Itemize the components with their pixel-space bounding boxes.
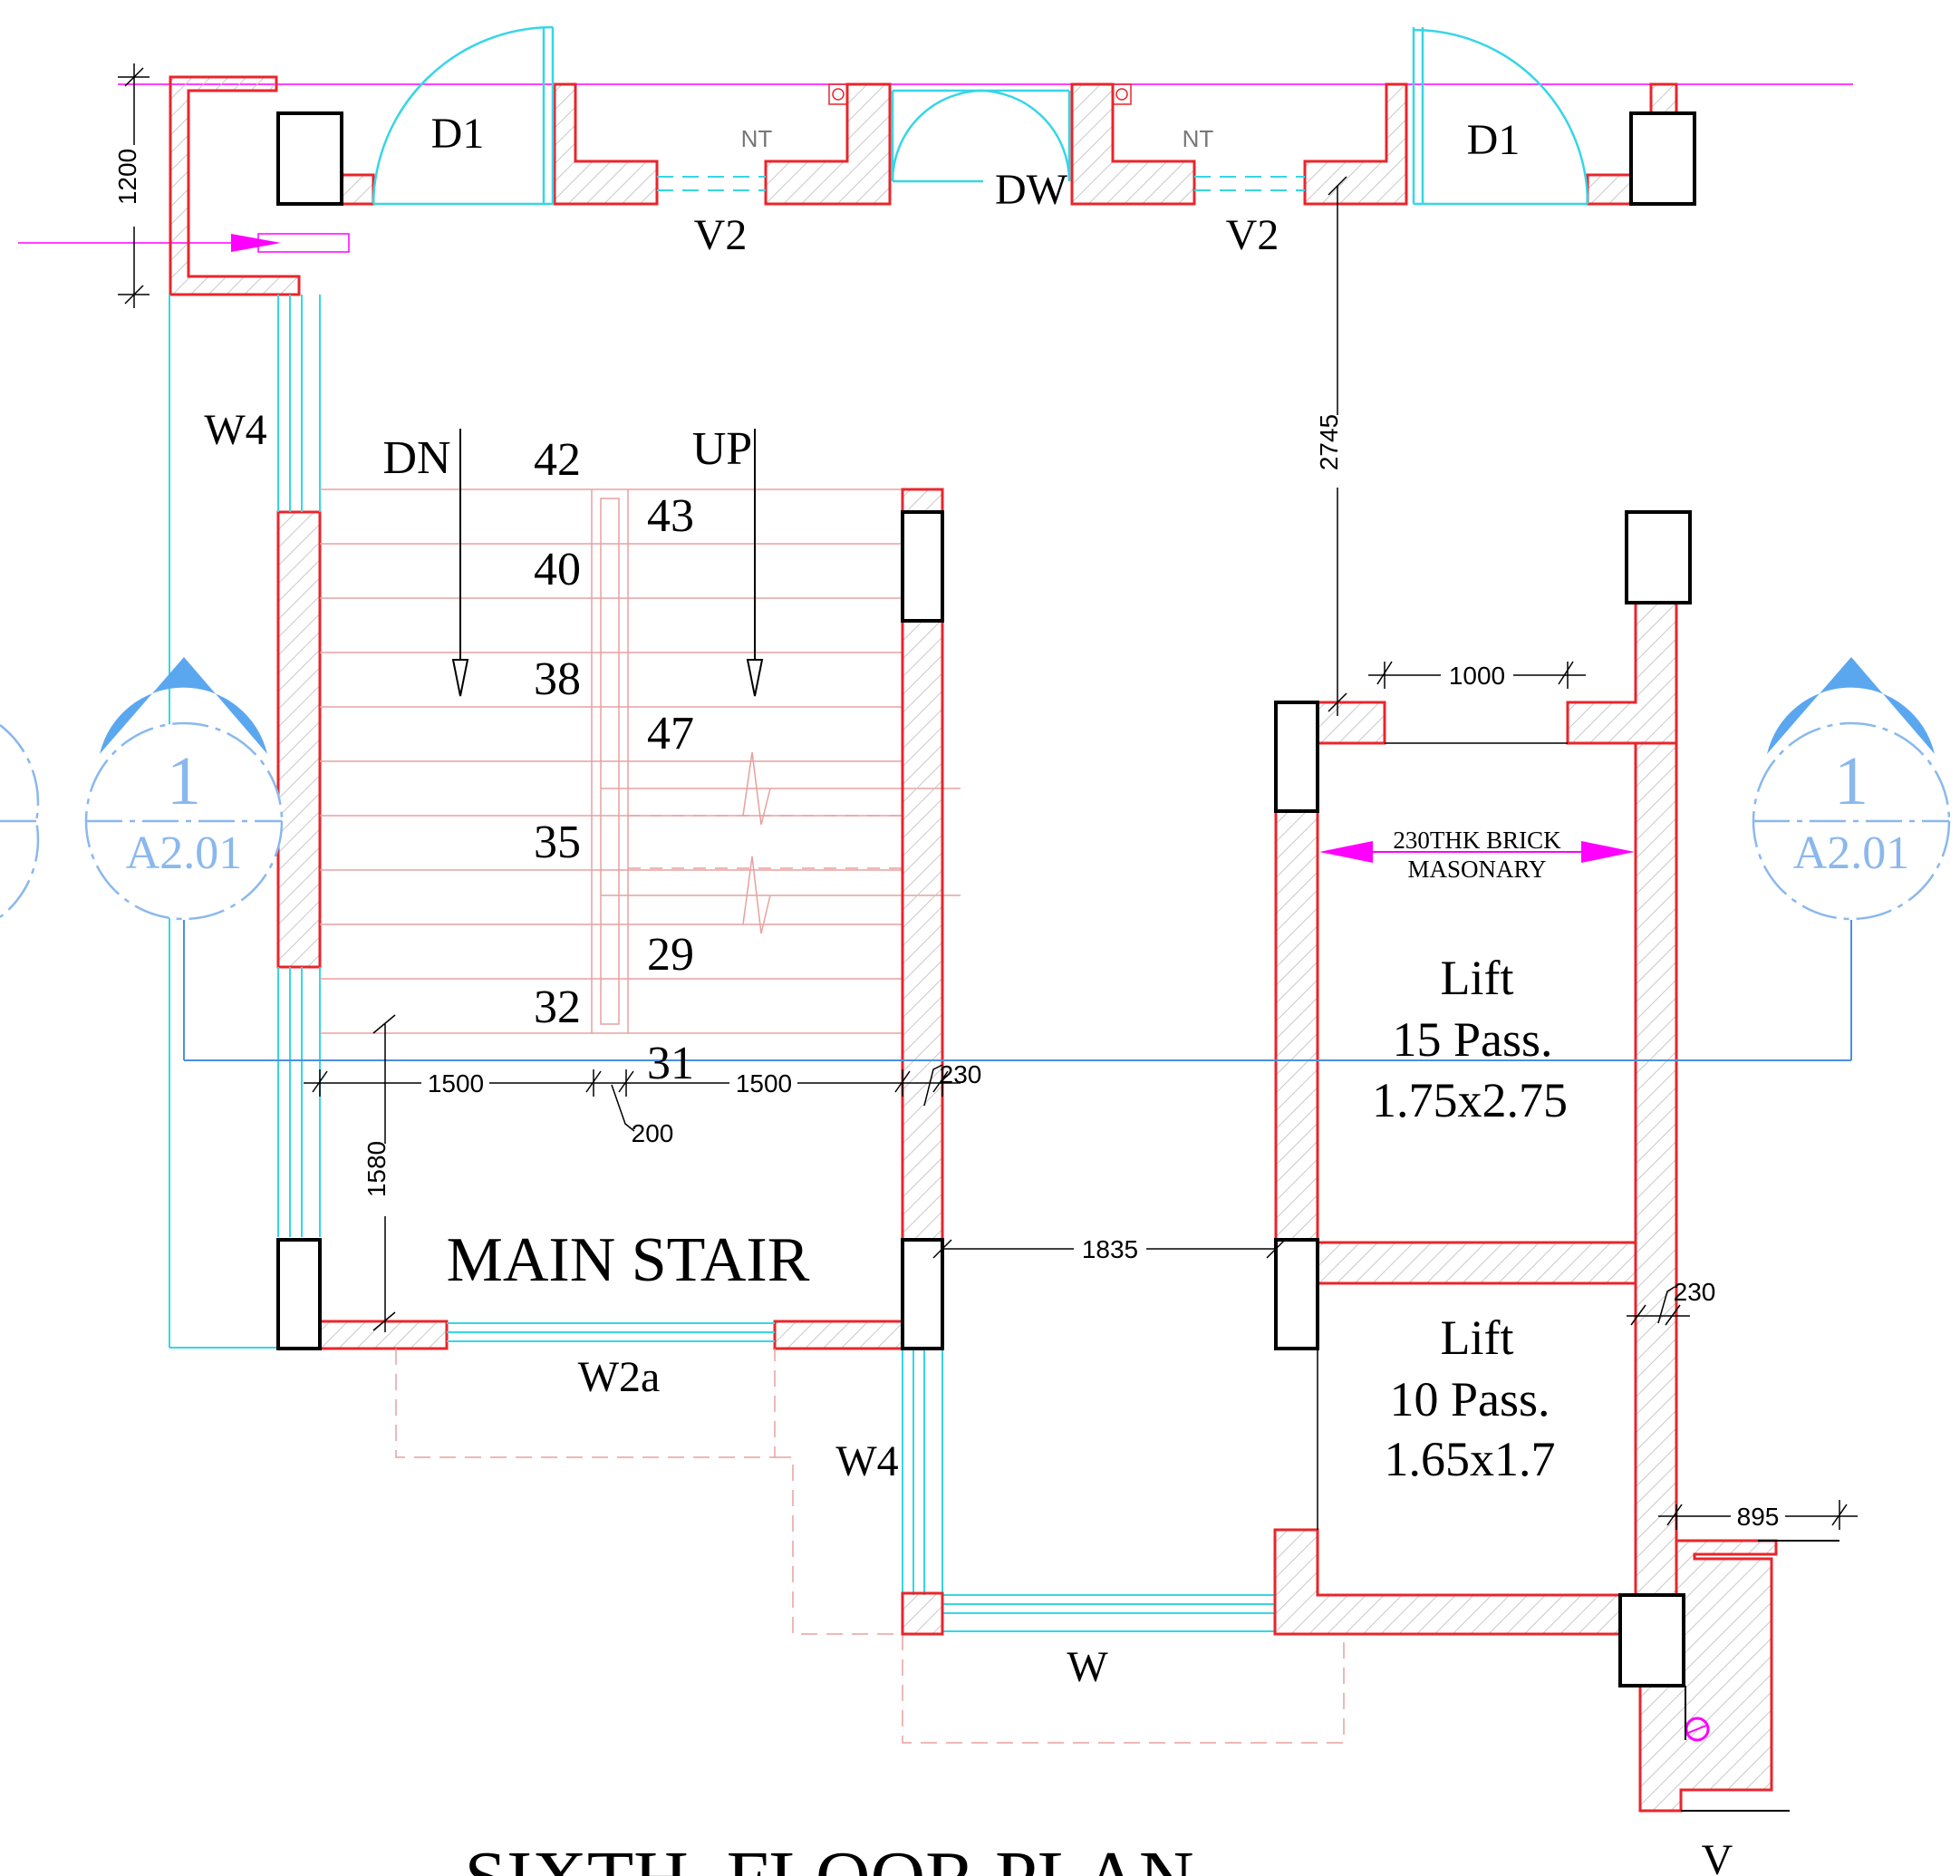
dim-1200: 1200	[113, 149, 141, 205]
plan-title: SIXTH FLOOR PLAN	[464, 1836, 1193, 1876]
vent-label-v2-left: V2	[694, 211, 748, 259]
stair-number: 32	[534, 982, 581, 1033]
masonry-note-line1: 230THK BRICK	[1393, 827, 1561, 854]
window-label-w4-mid: W4	[835, 1437, 898, 1485]
reference-lines	[18, 83, 1853, 253]
stair-dn-label: DN	[382, 432, 450, 484]
dim-2745: 2745	[1315, 414, 1343, 470]
column	[901, 510, 944, 623]
column	[901, 1238, 944, 1350]
column	[1274, 701, 1319, 813]
column	[1274, 1238, 1319, 1350]
dim-895: 895	[1737, 1503, 1780, 1531]
dim-1835: 1835	[1082, 1235, 1138, 1263]
dim-1500-left: 1500	[428, 1069, 484, 1098]
section-marker-right: 1 A2.01	[1752, 657, 1951, 921]
section-number: 1	[1834, 743, 1868, 819]
dim-230-left: 230	[940, 1060, 982, 1088]
dim-1000: 1000	[1449, 662, 1505, 690]
stair-number: 31	[647, 1038, 694, 1089]
stair-number: 47	[647, 708, 694, 759]
section-marker-partial	[0, 724, 40, 918]
section-sheet: A2.01	[126, 827, 243, 879]
stair-number: 42	[534, 434, 581, 486]
labels: D1 D1 DW NT NT V2 V2 W4 W4 W2a W V DN UP…	[204, 110, 1733, 1876]
dim-1500-right: 1500	[736, 1069, 792, 1098]
lift-large-line1: Lift	[1441, 951, 1514, 1005]
top-walls	[169, 75, 1678, 296]
masonry-note-line2: MASONARY	[1407, 856, 1546, 883]
window-label-w: W	[1067, 1643, 1108, 1691]
column	[276, 111, 343, 206]
door-label-d1-right: D1	[1467, 116, 1521, 164]
stair-number: 29	[647, 929, 694, 981]
window-label-w2a: W2a	[578, 1353, 661, 1401]
stair-up-label: UP	[692, 423, 752, 475]
grid-line	[183, 920, 1852, 1061]
stair-direction-arrows	[451, 429, 764, 697]
nt-label-right: NT	[1183, 125, 1214, 152]
lift-large-line3: 1.75x2.75	[1372, 1073, 1568, 1127]
section-marker-left: 1 A2.01	[84, 657, 284, 921]
dimension-lines	[118, 63, 1858, 1530]
stair-number: 43	[647, 490, 694, 542]
stair-treads	[320, 488, 961, 1034]
pipe-icon	[1685, 1686, 1710, 1742]
vent-windows	[657, 176, 1305, 191]
door-label-d1-left: D1	[431, 110, 485, 158]
lift-small-line2: 10 Pass.	[1389, 1372, 1550, 1426]
dim-230-right: 230	[1674, 1278, 1716, 1306]
masonry-arrow	[1319, 841, 1635, 863]
bottom-walls	[318, 1320, 1345, 1744]
vent-label-v2-right: V2	[1226, 211, 1279, 259]
door-swings	[372, 25, 1589, 206]
columns	[276, 111, 1696, 1687]
lift-large-line2: 15 Pass.	[1392, 1012, 1552, 1067]
column	[1625, 510, 1692, 604]
stair-number: 38	[534, 653, 581, 705]
column	[1629, 111, 1696, 206]
dim-1580: 1580	[362, 1141, 391, 1197]
section-sheet: A2.01	[1793, 827, 1910, 879]
column	[1618, 1593, 1685, 1687]
door-label-dw: DW	[995, 166, 1068, 214]
dim-200: 200	[632, 1119, 674, 1147]
stair-number: 35	[534, 817, 581, 868]
nt-fixture-icons	[828, 83, 1132, 105]
lift-small-line1: Lift	[1441, 1310, 1514, 1365]
stair-title: MAIN STAIR	[447, 1225, 810, 1295]
left-wall	[169, 295, 322, 1349]
middle-wall	[901, 488, 944, 1595]
nt-label-left: NT	[741, 125, 773, 152]
dimension-texts: 1200 2745 1000 1500 1500 200 230 1580 18…	[113, 145, 1785, 1531]
stair-number: 40	[534, 544, 581, 595]
window-label-w4-left: W4	[204, 406, 266, 454]
lift-small-line3: 1.65x1.7	[1385, 1432, 1556, 1486]
column	[276, 1238, 322, 1350]
section-number: 1	[167, 743, 201, 819]
vent-label-v: V	[1702, 1836, 1733, 1876]
lift-core	[1273, 601, 1839, 1813]
